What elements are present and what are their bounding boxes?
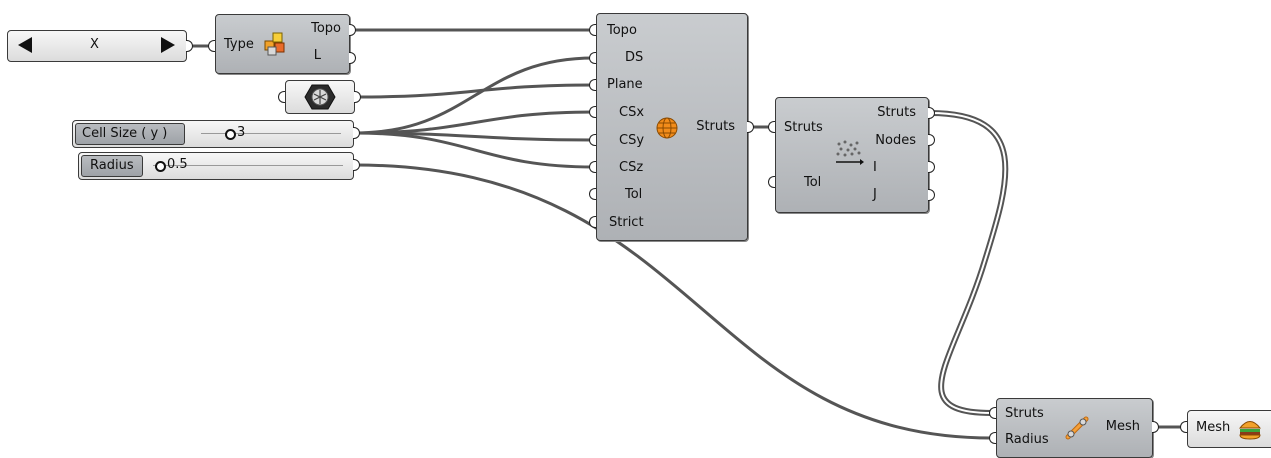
clean-output-i: I [873, 160, 877, 175]
topo-input-grip[interactable] [208, 40, 215, 52]
radius-slider-label-box: Radius [81, 155, 143, 177]
cell-size-slider-label-box: Cell Size ( y ) [75, 123, 185, 145]
mesh-in-radius-grip[interactable] [989, 432, 996, 444]
bone-mesh-icon [1065, 416, 1089, 440]
clean-output-struts: Struts [877, 105, 916, 120]
struts-input-csx: CSx [619, 105, 645, 120]
left-triangle-icon[interactable] [18, 37, 32, 53]
clean-in-tol-grip[interactable] [768, 176, 775, 188]
struts-input-topo: Topo [607, 23, 637, 38]
struts-in-topo-grip[interactable] [589, 24, 596, 36]
cell-size-slider-track[interactable] [201, 133, 341, 134]
topo-component[interactable]: Type Topo L [215, 14, 350, 74]
mesh-preview-param[interactable]: Mesh [1187, 410, 1271, 448]
struts-input-strict: Strict [609, 215, 644, 230]
cell-size-slider-knob[interactable] [225, 129, 236, 140]
mesh-output-label: Mesh [1105, 419, 1140, 434]
cell-size-slider-label: Cell Size ( y ) [82, 126, 168, 141]
clean-input-struts: Struts [784, 120, 823, 135]
radius-slider[interactable]: Radius 0.5 [78, 152, 354, 180]
clean-output-nodes: Nodes [875, 133, 916, 148]
mesh-preview-label: Mesh [1196, 420, 1231, 435]
struts-input-tol: Tol [625, 187, 643, 202]
plane-input-grip[interactable] [278, 91, 285, 103]
radius-slider-value: 0.5 [167, 157, 188, 172]
mesh-preview-input-grip[interactable] [1180, 421, 1187, 433]
clean-struts-component[interactable]: Struts Tol Struts Nodes I J [775, 97, 929, 213]
strut-mesh-component[interactable]: Struts Radius Mesh [996, 398, 1153, 458]
value-list-value: X [90, 37, 99, 52]
mesh-input-struts: Struts [1005, 406, 1044, 421]
mesh-in-struts-grip[interactable] [989, 407, 996, 419]
wire-cellsize-to-csz [353, 131, 596, 169]
struts-in-csz-grip[interactable] [589, 161, 596, 173]
struts-input-ds: DS [625, 50, 644, 65]
struts-input-csz: CSz [619, 160, 644, 175]
hex-plane-icon [304, 84, 336, 110]
struts-component[interactable]: Topo DS Plane CSx CSy CSz Tol Strict Str… [596, 13, 748, 241]
clean-input-tol: Tol [804, 175, 822, 190]
struts-input-csy: CSy [619, 133, 645, 148]
struts-input-plane: Plane [607, 77, 643, 92]
radius-slider-label: Radius [90, 158, 134, 173]
clean-in-struts-grip[interactable] [768, 121, 775, 133]
struts-in-ds-grip[interactable] [589, 52, 596, 64]
radius-slider-knob[interactable] [155, 161, 166, 172]
struts-in-plane-grip[interactable] [589, 79, 596, 91]
mesh-input-radius: Radius [1005, 432, 1049, 447]
right-triangle-icon[interactable] [161, 37, 175, 53]
value-list[interactable]: X [7, 30, 187, 62]
struts-output-label: Struts [696, 119, 735, 134]
lattice-sphere-icon [656, 117, 678, 139]
wire-cellsize-to-ds [353, 56, 596, 135]
plane-component[interactable] [285, 80, 355, 114]
struts-in-csx-grip[interactable] [589, 106, 596, 118]
cell-size-slider-value: 3 [237, 125, 246, 140]
wire-struts-list-to-mesh [927, 110, 1009, 416]
burger-mesh-icon [1238, 421, 1262, 440]
wire-plane-to-plane [358, 83, 596, 99]
wire-radius-to-radius [353, 163, 994, 440]
clean-output-j: J [873, 187, 877, 202]
cell-size-slider[interactable]: Cell Size ( y ) 3 [72, 120, 354, 148]
topology-blocks-icon [264, 32, 285, 56]
struts-in-csy-grip[interactable] [589, 134, 596, 146]
struts-in-strict-grip[interactable] [589, 216, 596, 228]
l-output-label: L [313, 48, 321, 63]
type-input-label: Type [224, 37, 254, 52]
radius-slider-track[interactable] [153, 165, 343, 166]
struts-in-tol-grip[interactable] [589, 188, 596, 200]
topo-output-label: Topo [311, 21, 341, 36]
scatter-nodes-icon [836, 140, 864, 165]
